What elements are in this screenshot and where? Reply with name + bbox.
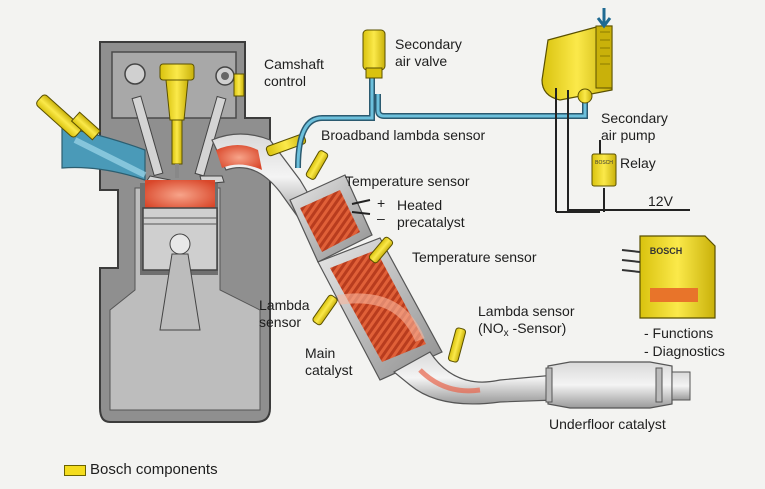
secondary-air-pump-line2: air pump [601, 127, 656, 143]
camshaft-label-line2: control [264, 73, 307, 89]
legend-swatch [64, 465, 86, 476]
secondary-air-pump-line1: Secondary [601, 110, 668, 126]
relay: BOSCH [591, 153, 617, 187]
relay-brand-text: BOSCH [595, 160, 613, 166]
underfloor-catalyst [545, 361, 691, 409]
temperature-sensor-1-part [305, 150, 329, 180]
piston [142, 207, 218, 331]
secondary-air-valve-line1: Secondary [395, 36, 462, 52]
underfloor-catalyst-label: Underfloor catalyst [549, 416, 666, 432]
legend-label: Bosch components [90, 461, 218, 478]
lambda-sensor-line1: Lambda [259, 297, 310, 313]
heated-precatalyst-line2: precatalyst [397, 214, 465, 230]
camshaft-label-line1: Camshaft [264, 56, 324, 72]
fuel-injector [36, 94, 102, 141]
main-catalyst [317, 237, 443, 381]
lambda-sensor-line2: sensor [259, 314, 302, 330]
main-catalyst-line2: catalyst [305, 362, 353, 378]
heated-precatalyst-line1: Heated [397, 197, 443, 213]
nox-subscript: x [503, 328, 509, 339]
lambda-sensor-part [312, 294, 338, 326]
relay-label: Relay [620, 155, 656, 171]
secondary-air-valve-label: Secondary air valve [395, 36, 462, 70]
secondary-air-valve [362, 29, 386, 79]
heated-precatalyst [289, 174, 373, 263]
main-catalyst-label: Main catalyst [305, 345, 352, 379]
lambda-nox-line2: (NOx -Sensor) [478, 320, 575, 342]
secondary-air-pump-label: Secondary air pump [601, 110, 668, 144]
heated-minus-sign: – [377, 210, 385, 226]
temperature-sensor-2-part [368, 236, 394, 264]
camshaft-control-label: Camshaft control [264, 56, 324, 90]
secondary-air-pump [541, 8, 613, 104]
ecu-diagnostics-label: - Diagnostics [644, 343, 725, 359]
heated-precatalyst-label: Heated precatalyst [397, 197, 465, 231]
heated-plus-sign: + [377, 195, 386, 211]
lambda-sensor-label: Lambda sensor [259, 297, 310, 331]
broadband-lambda-sensor-part [265, 133, 307, 157]
relay-wiring [555, 88, 690, 213]
lambda-nox-sensor-part [447, 327, 467, 363]
nox-prefix: (NO [478, 320, 504, 336]
lambda-nox-sensor-label: Lambda sensor (NOx -Sensor) [478, 303, 575, 342]
broadband-lambda-sensor-label: Broadband lambda sensor [321, 127, 486, 143]
main-catalyst-line1: Main [305, 345, 336, 361]
exhaust-pipe [392, 351, 556, 405]
secondary-air-valve-line2: air valve [395, 53, 448, 69]
ignition-coil [159, 63, 195, 178]
camshaft-control-actuator [233, 73, 245, 97]
ecu-functions-label: - Functions [644, 325, 714, 341]
temperature-sensor-1-label: Temperature sensor [345, 173, 470, 189]
secondary-air-pipe [295, 78, 588, 169]
ecu: BOSCH [621, 235, 716, 319]
exhaust-manifold [211, 133, 319, 221]
combustion-chamber [145, 180, 215, 210]
voltage-label: 12V [648, 193, 673, 209]
ecu-brand-text: BOSCH [650, 246, 683, 256]
heated-precatalyst-wires [351, 199, 371, 215]
nox-suffix: -Sensor) [508, 320, 567, 336]
temperature-sensor-2-label: Temperature sensor [412, 249, 537, 265]
lambda-nox-line1: Lambda sensor [478, 303, 575, 319]
